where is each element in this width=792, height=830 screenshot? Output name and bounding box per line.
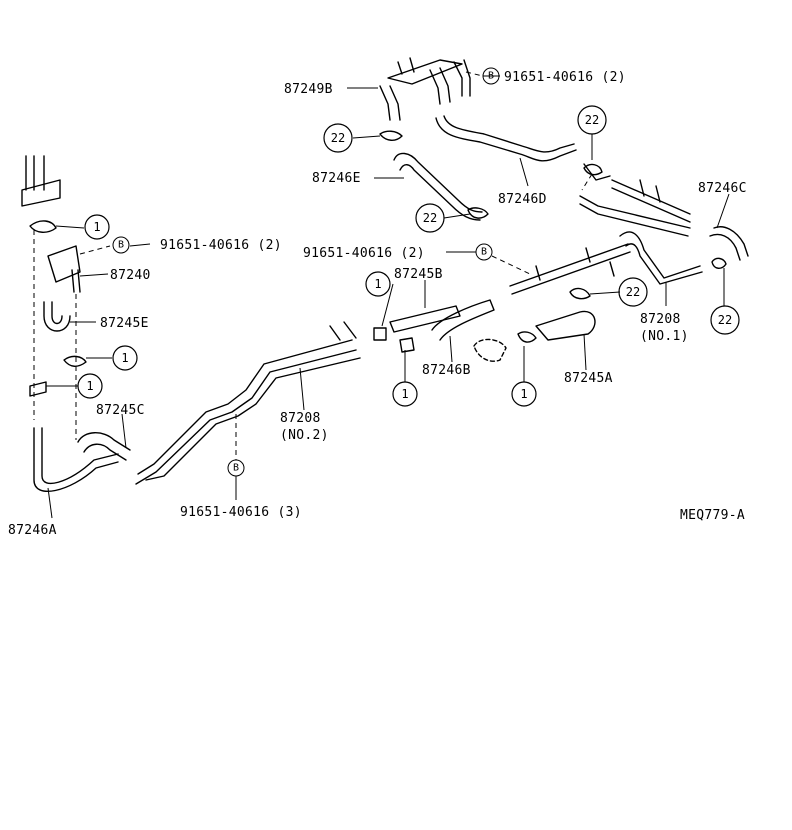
callout-circle-22: 22 (577, 105, 607, 135)
part-label-87246C: 87246C (698, 181, 747, 196)
svg-text:1: 1 (93, 220, 100, 234)
bolt-marker: B (482, 67, 500, 85)
callout-circle-1: 1 (365, 271, 391, 297)
part-label-87245A: 87245A (564, 371, 613, 386)
diagram-code: MEQ779-A (680, 508, 745, 523)
part-label-91651-40616: 91651-40616 (2) (504, 70, 626, 85)
svg-text:22: 22 (718, 313, 732, 327)
part-label-87245B: 87245B (394, 267, 443, 282)
callout-circle-1: 1 (77, 373, 103, 399)
part-label-87245E: 87245E (100, 316, 149, 331)
bolt-marker: B (112, 236, 130, 254)
bolt-marker: B (475, 243, 493, 261)
callout-circle-22: 22 (323, 123, 353, 153)
svg-text:B: B (481, 247, 487, 258)
callout-circle-1: 1 (112, 345, 138, 371)
part-label-87240: 87240 (110, 268, 151, 283)
part-labels: 87249B 91651-40616 (2) 87246E 87246D 872… (8, 70, 747, 538)
svg-text:1: 1 (520, 387, 527, 401)
svg-text:1: 1 (374, 277, 381, 291)
svg-text:22: 22 (585, 113, 599, 127)
hose-drawings (21, 57, 749, 493)
part-label-87208: 87208 (640, 312, 681, 327)
part-label-87246B: 87246B (422, 363, 471, 378)
svg-text:22: 22 (626, 285, 640, 299)
callout-circle-22: 22 (415, 203, 445, 233)
callout-circle-22: 22 (710, 305, 740, 335)
part-label-87208: 87208 (280, 411, 321, 426)
part-label-87245C: 87245C (96, 403, 145, 418)
callout-circle-1: 1 (511, 381, 537, 407)
part-label-87246D: 87246D (498, 192, 547, 207)
svg-text:1: 1 (121, 351, 128, 365)
callout-circle-1: 1 (392, 381, 418, 407)
part-label-87249B: 87249B (284, 82, 333, 97)
svg-text:1: 1 (401, 387, 408, 401)
svg-text:B: B (233, 463, 239, 474)
part-label-87246E: 87246E (312, 171, 361, 186)
svg-text:22: 22 (423, 211, 437, 225)
bolt-marker: B (227, 459, 245, 477)
svg-text:B: B (488, 71, 494, 82)
part-label-91651-40616: 91651-40616 (3) (180, 505, 302, 520)
callout-circle-1: 1 (84, 214, 110, 240)
svg-text:B: B (118, 240, 124, 251)
part-label-91651-40616: 91651-40616 (2) (303, 246, 425, 261)
part-label-87208-sub: (NO.2) (280, 428, 329, 443)
part-label-87246A: 87246A (8, 523, 57, 538)
part-label-91651-40616: 91651-40616 (2) (160, 238, 282, 253)
callout-circle-22: 22 (618, 277, 648, 307)
part-label-87208-sub: (NO.1) (640, 329, 689, 344)
leader-lines (33, 71, 730, 519)
svg-text:1: 1 (86, 379, 93, 393)
svg-text:22: 22 (331, 131, 345, 145)
